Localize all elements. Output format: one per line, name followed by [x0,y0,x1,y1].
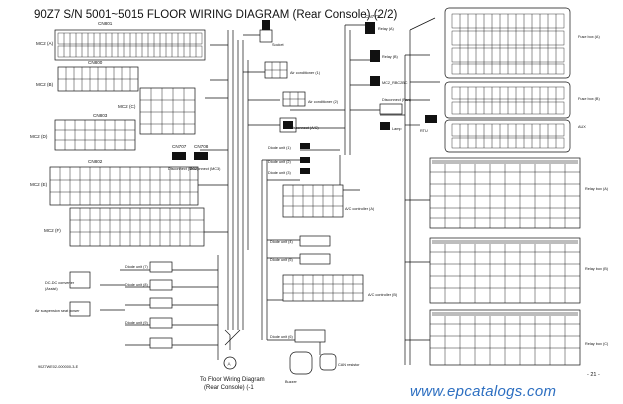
cn803-label: CN803 [93,113,108,118]
ac-controller-b: A/C controller (B) [282,274,398,302]
ac-controller-a-label: A/C controller (A) [345,207,375,211]
air-conditioner-1: Air conditioner (1) [264,61,321,79]
mc2-rbc-label: MC2_RBC2BC [382,81,408,85]
fuse-box-b: Fuse box (B) [444,81,600,119]
watermark: www.epcatalogs.com [410,383,556,400]
cn802-label: CN802 [88,159,103,164]
cn810-connector: MC2 (C) [118,87,196,135]
disconnect-mc2: CN707 Disconnect (MC2) [168,144,199,171]
cn800-label: CN800 [88,60,103,65]
ac-controller-a: A/C controller (A) [282,184,375,218]
relay-a-label: Relay (A) [378,27,395,31]
can-resistor-label: CAN resistor [338,363,360,367]
diode-unit-8-label: Diode unit (8) [125,283,149,287]
relay-box-a-panel: Relay box (A) [429,157,609,229]
mc2f-label: MC2 (F) [44,228,61,233]
relay-box-b-label: Relay box (B) [585,267,609,271]
cn801-connector: CN801 MC2 (A) [36,21,206,61]
diode-unit-4-label: Diode unit (4) [270,240,294,244]
disconnect-mc3: CN708 Disconnect (MC3) [190,144,221,171]
mc2e-label: MC2 (E) [30,182,48,187]
dcdc-converter: DC-DC converter (Assist) Air suspension … [35,271,91,317]
relay-box-a-label: Relay box (A) [585,187,609,191]
lower-center-parts: Diode unit (6) Buzzer CAN resistor [270,329,360,384]
disconnect-mc3-label: Disconnect (MC3) [190,167,221,171]
cn800-connector: CN800 MC2 (B) [36,60,139,92]
ref-text-1: To Floor Wiring Diagram [200,377,265,383]
mc2c-label: MC2 (C) [118,104,136,109]
disconnect-ac-label: Disconnect (A/C) [290,126,319,130]
diode-unit-6-label: Diode unit (6) [270,335,294,339]
diode-unit-3-label: Diode unit (3) [268,171,292,175]
diode-unit-2-label: Diode unit (2) [268,160,292,164]
doc-code: 90Z7WE02-000000-3-E [38,365,79,369]
socket-component: Socket [259,20,285,47]
lamp-label: Lamp [392,127,402,131]
reference-marker-a: A To Floor Wiring Diagram (Rear Console)… [200,356,265,391]
cn803-connector: CN803 MC2 (D) [30,113,136,151]
dcdc-label: DC-DC converter [45,281,75,285]
suspension-label: Air suspension seat power [35,309,80,313]
rtu-label: RTU [420,129,428,133]
relay-box-c-panel: Relay box (C) [429,309,609,366]
diode-unit-7-label: Diode unit (7) [125,265,149,269]
page-number: - 21 - [587,372,600,378]
air-conditioner-2: Air conditioner (2) [282,91,339,107]
diode-units-center: Diode unit (1) Diode unit (2) Diode unit… [268,143,310,175]
diode-unit-9-label: Diode unit (9) [125,321,149,325]
fuse-b-label: Fuse box (B) [578,97,600,101]
ac-controller-b-label: A/C controller (B) [368,293,398,297]
cn806-connector: MC2 (F) [44,207,205,247]
mc2d-label: MC2 (D) [30,134,48,139]
mc2a-label: MC2 (A) [36,41,54,46]
fuse-a-label: Fuse box (A) [578,35,600,39]
buzzer-label: Buzzer [285,380,298,384]
fuse-box-a: Fuse box (A) [444,7,600,79]
diode-unit-5-label: Diode unit (5) [270,258,294,262]
cn773-label: CN773 [365,14,380,19]
aux-label: AUX [578,125,586,129]
cn707-label: CN707 [172,144,187,149]
relay-box-c-label: Relay box (C) [585,342,609,346]
mc2b-label: MC2 (B) [36,82,54,87]
ref-marker-letter: A [228,362,232,367]
cn802-connector: CN802 MC2 (E) [30,159,199,206]
rtu-unit: RTU [420,115,437,133]
disconnect-fan-label: Disconnect (Fan) [382,98,412,102]
air-cond-2-label: Air conditioner (2) [308,100,339,104]
diagram-title: 90Z7 S/N 5001~5015 FLOOR WIRING DIAGRAM … [34,9,398,21]
diode-blocks-middle: Diode unit (4) Diode unit (5) [270,235,331,265]
fuse-box-c: AUX [444,119,586,153]
relay-b-label: Relay (B) [382,55,399,59]
cn801-label: CN801 [98,21,113,26]
main-harness-trunk [100,17,440,365]
disconnect-ac: Disconnect (A/C) [279,117,319,133]
relay-box-b-panel: Relay box (B) [429,237,609,304]
socket-label: Socket [272,43,285,47]
diode-blocks-left: Diode unit (7) Diode unit (8) Diode unit… [125,261,173,349]
relay-cluster: CN773 Relay (A) Relay (B) MC2_RBC2BC Dis… [365,14,412,131]
cn708-label: CN708 [194,144,209,149]
diode-unit-1-label: Diode unit (1) [268,146,292,150]
ref-text-2: (Rear Console) (-1 [204,385,254,391]
air-cond-1-label: Air conditioner (1) [290,71,321,75]
dcdc-2-label: (Assist) [45,287,58,291]
disconnect-mc2-label: Disconnect (MC2) [168,167,199,171]
